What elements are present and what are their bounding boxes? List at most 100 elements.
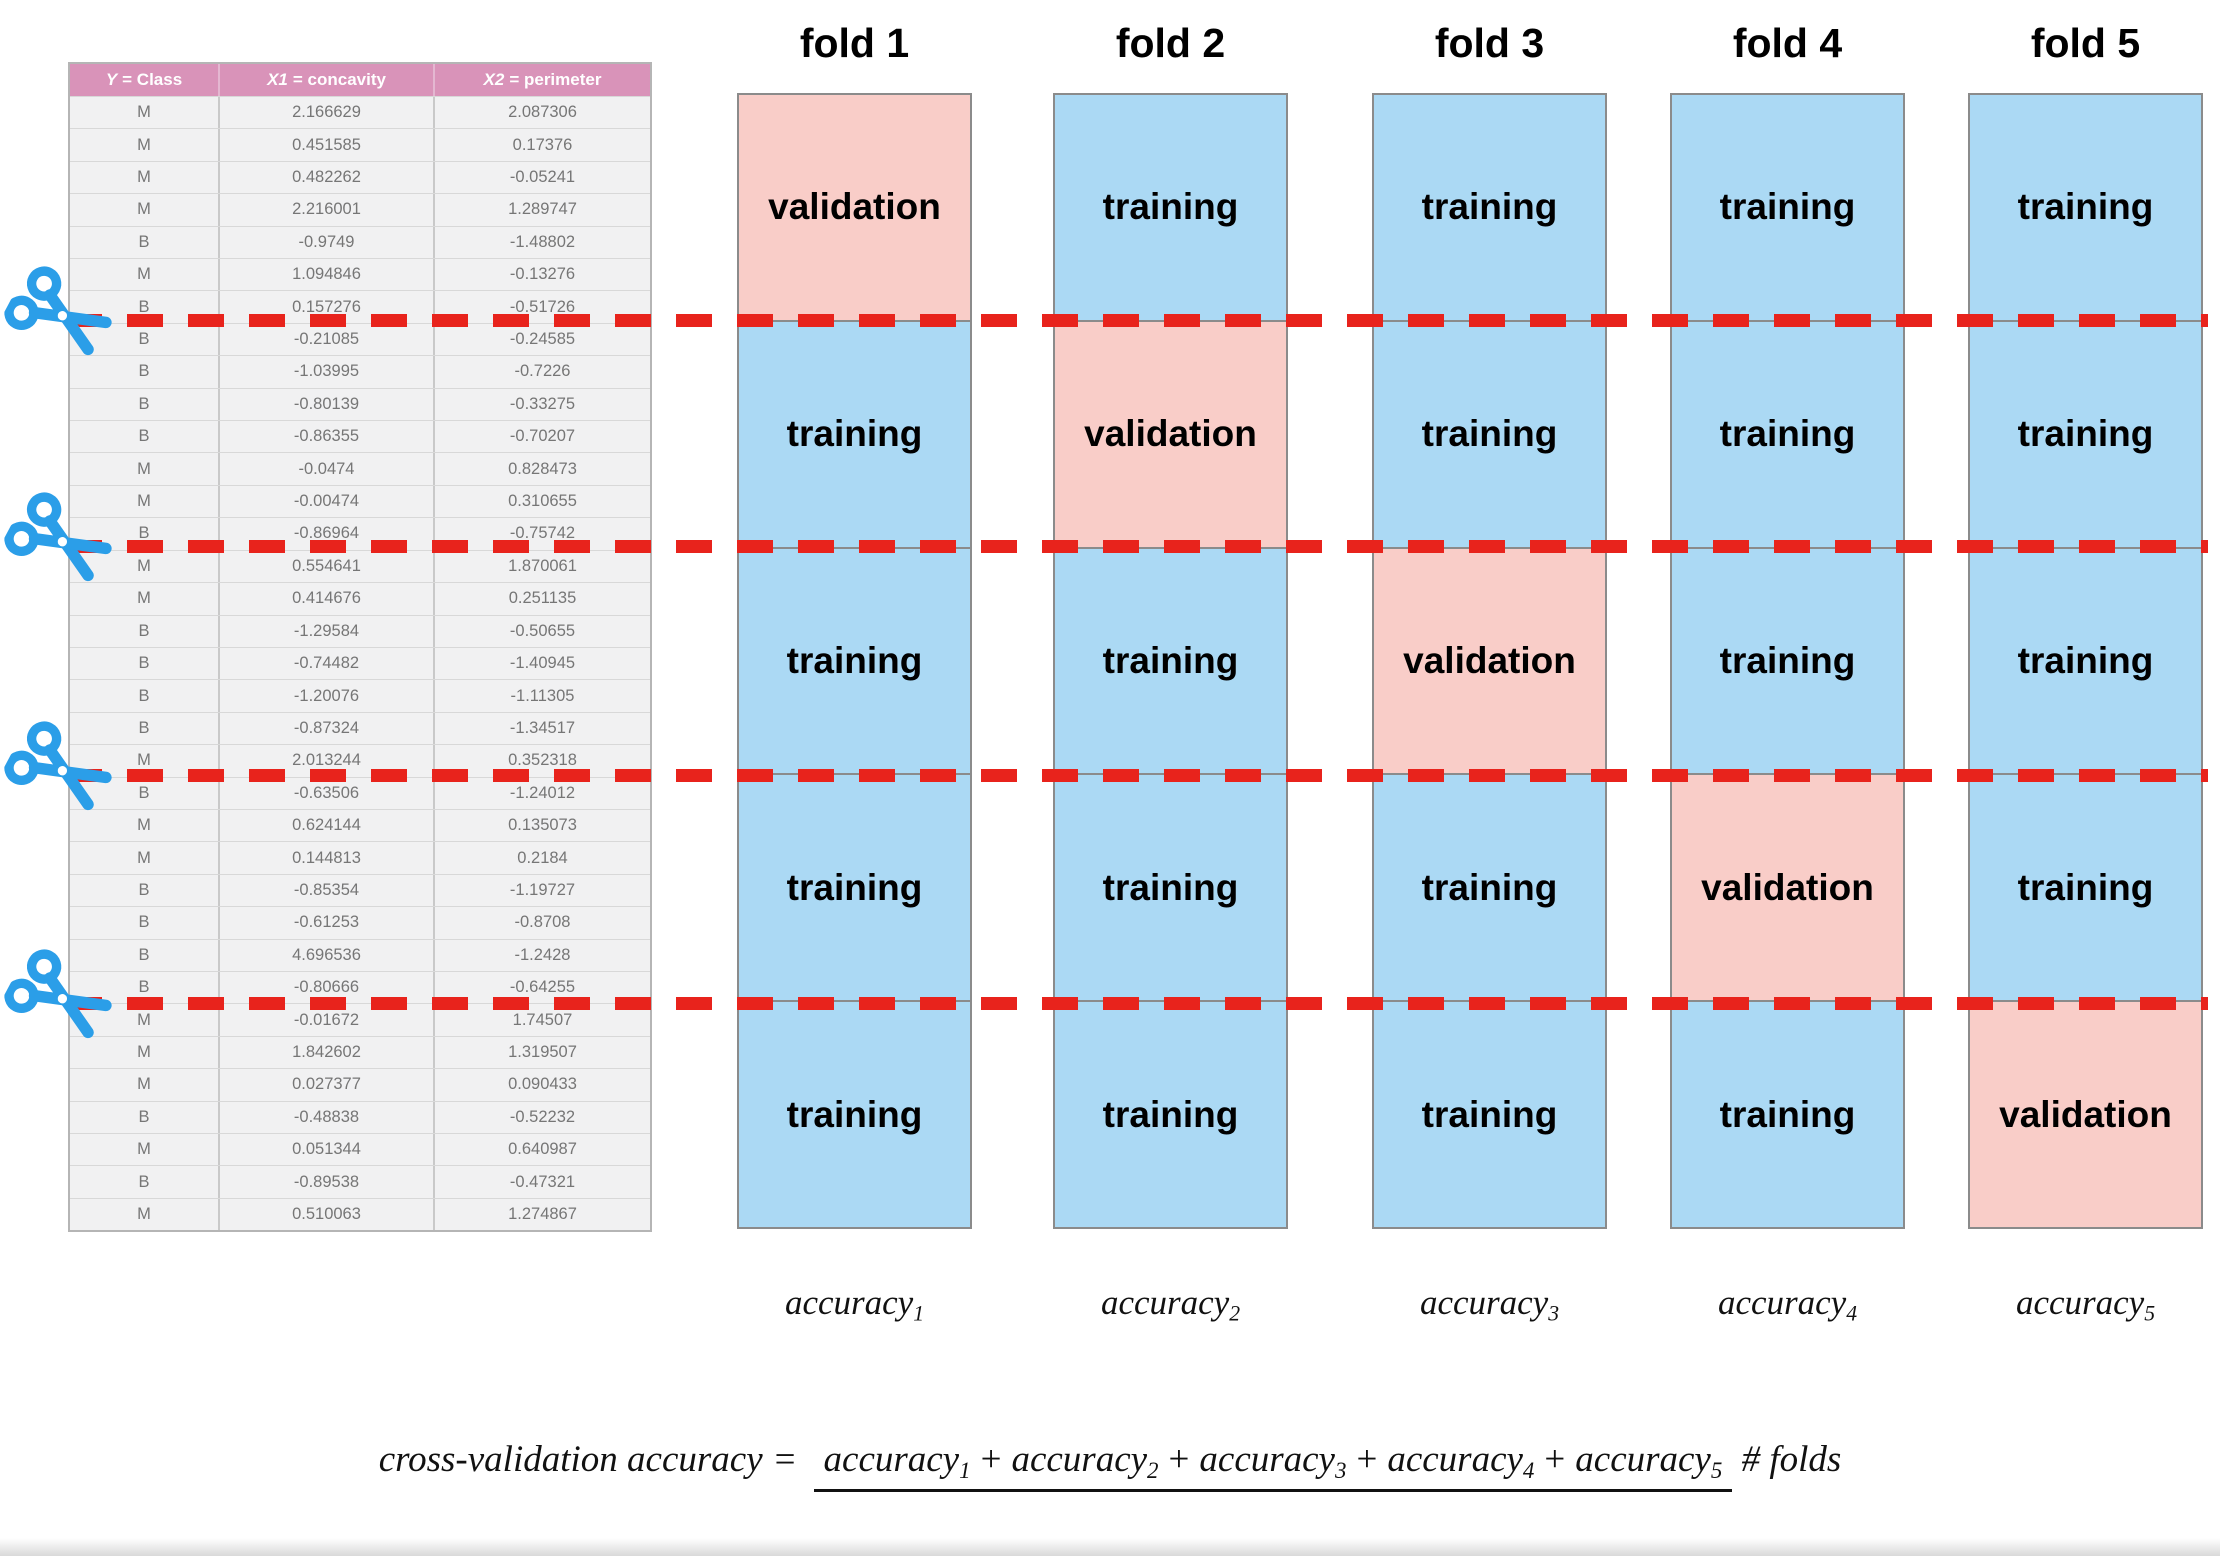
x2-cell: 0.17376 [435,129,650,161]
class-cell: M [70,259,220,291]
fold-header: fold 5 [2030,19,2141,66]
accuracy-label: accuracy3 [1332,1283,1647,1324]
x1-cell: -0.9749 [220,226,435,259]
x1-cell: 0.414676 [220,583,435,615]
cut-line [66,769,2208,782]
accuracy-subscript: 5 [2144,1301,2156,1326]
cell-label: validation [768,186,941,228]
accuracy-label: accuracy4 [1630,1283,1945,1324]
table-header-cell: X1= concavity [220,64,435,96]
cell-label: training [1421,186,1558,228]
accuracy-term: accuracy1 [824,1439,971,1483]
cell-label: training [786,866,923,908]
header-label: = Class [122,70,183,89]
class-cell: B [70,1101,220,1133]
x1-cell: -1.29584 [220,615,435,647]
cell-label: validation [1701,866,1874,908]
cell-label: training [786,1093,923,1135]
x1-cell: -1.20076 [220,680,435,712]
page-edge-gradient [0,1538,2220,1556]
table-header-cell: Y= Class [70,64,220,96]
cell-label: training [1719,639,1856,681]
validation-cell: validation [1053,319,1288,549]
table-row: B-0.9749-1.48802 [70,225,650,259]
accuracy-subscript: 5 [1710,1457,1723,1483]
cell-label: training [1102,639,1239,681]
x2-cell: -0.47321 [435,1166,650,1198]
accuracy-base: accuracy [784,1283,914,1322]
x2-cell: -0.70207 [435,421,650,453]
x2-cell: -0.50655 [435,615,650,647]
cell-label: validation [1999,1093,2172,1135]
plus-sign: + [1168,1439,1190,1480]
training-cell: training [1372,773,1607,1003]
cell-label: training [1102,186,1239,228]
training-cell: training [737,1000,972,1229]
x1-cell: -0.21085 [220,323,435,356]
cell-label: training [2017,866,2154,908]
x2-cell: -1.48802 [435,226,650,259]
header-label: = perimeter [509,70,602,89]
formula-numerator: accuracy1+accuracy2+accuracy3+accuracy4+… [813,1438,1733,1492]
x2-cell: 1.289747 [435,194,650,226]
x2-cell: 2.087306 [435,97,650,129]
class-cell: M [70,1134,220,1166]
x1-cell: -0.74482 [220,647,435,680]
table-row: B-0.86355-0.70207 [70,420,650,453]
training-cell: training [737,319,972,549]
class-cell: B [70,777,220,809]
header-variable: Y [105,70,118,89]
x2-cell: 0.828473 [435,453,650,485]
class-cell: B [70,907,220,939]
training-cell: training [1372,93,1607,322]
table-row: B-0.89538-0.47321 [70,1165,650,1198]
table-row: B-0.21085-0.24585 [70,322,650,356]
class-cell: M [70,161,220,194]
cut-line [66,540,2208,553]
x2-cell: 1.319507 [435,1036,650,1069]
x1-cell: 4.696536 [220,939,435,971]
class-cell: M [70,129,220,161]
x2-cell: 0.251135 [435,583,650,615]
accuracy-subscript: 1 [959,1457,971,1483]
fold-header: fold 3 [1434,19,1545,66]
training-cell: training [737,546,972,776]
x2-cell: -0.8708 [435,907,650,939]
x2-cell: -1.34517 [435,712,650,745]
accuracy-term: accuracy3 [1199,1439,1346,1482]
training-cell: training [1053,1000,1288,1229]
x1-cell: -0.00474 [220,485,435,518]
plus-sign: + [1356,1439,1378,1480]
class-cell: B [70,356,220,388]
class-cell: M [70,809,220,842]
class-cell: M [70,842,220,874]
table-row: B-0.87324-1.34517 [70,711,650,745]
x2-cell: 0.135073 [435,809,650,842]
training-cell: training [1372,1000,1607,1229]
class-cell: M [70,1198,220,1231]
table-row: B-1.03995-0.7226 [70,355,650,388]
x1-cell: 0.510063 [220,1198,435,1231]
accuracy-base: accuracy [1575,1439,1711,1480]
x2-cell: 0.310655 [435,485,650,518]
table-header-cell: X2= perimeter [435,64,650,96]
cell-label: training [786,639,923,681]
accuracy-term: accuracy2 [1011,1439,1158,1482]
x2-cell: -1.24012 [435,777,650,809]
class-cell: M [70,453,220,485]
header-label: = concavity [292,70,386,89]
x2-cell: -0.33275 [435,388,650,421]
table-row: B-0.63506-1.24012 [70,776,650,809]
cell-label: training [1719,413,1856,455]
class-cell: M [70,583,220,615]
accuracy-base: accuracy [1011,1439,1148,1480]
validation-cell: validation [1670,773,1905,1003]
x1-cell: -0.87324 [220,712,435,745]
